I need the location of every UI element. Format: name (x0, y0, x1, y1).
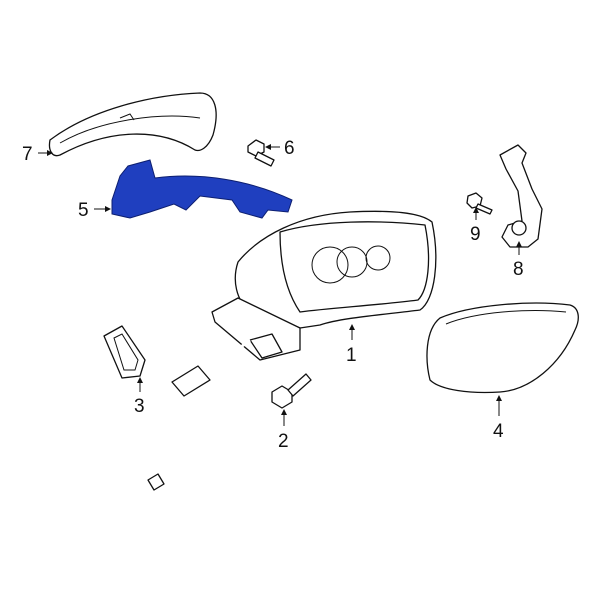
part-6-bolt (247, 139, 275, 167)
callout-7: 7 (22, 144, 33, 165)
wire-harness (147, 338, 251, 491)
part-5-bracket-highlighted (111, 159, 293, 219)
part-2-bolt (271, 373, 312, 409)
callout-5: 5 (78, 200, 89, 221)
callout-1: 1 (346, 345, 357, 366)
part-7-mirror-cover (48, 92, 217, 157)
part-3-bezel (103, 325, 146, 379)
part-4-mirror-glass (426, 302, 579, 394)
callout-8: 8 (513, 259, 524, 280)
leader-lines (38, 144, 522, 426)
callout-6: 6 (284, 138, 295, 159)
part-8-bracket (499, 144, 543, 248)
callout-3: 3 (134, 396, 145, 417)
part-9-screw (466, 192, 493, 215)
callout-4: 4 (493, 421, 504, 442)
callout-9: 9 (470, 224, 481, 245)
part-1-mirror-housing (211, 210, 437, 361)
callout-2: 2 (278, 431, 289, 452)
